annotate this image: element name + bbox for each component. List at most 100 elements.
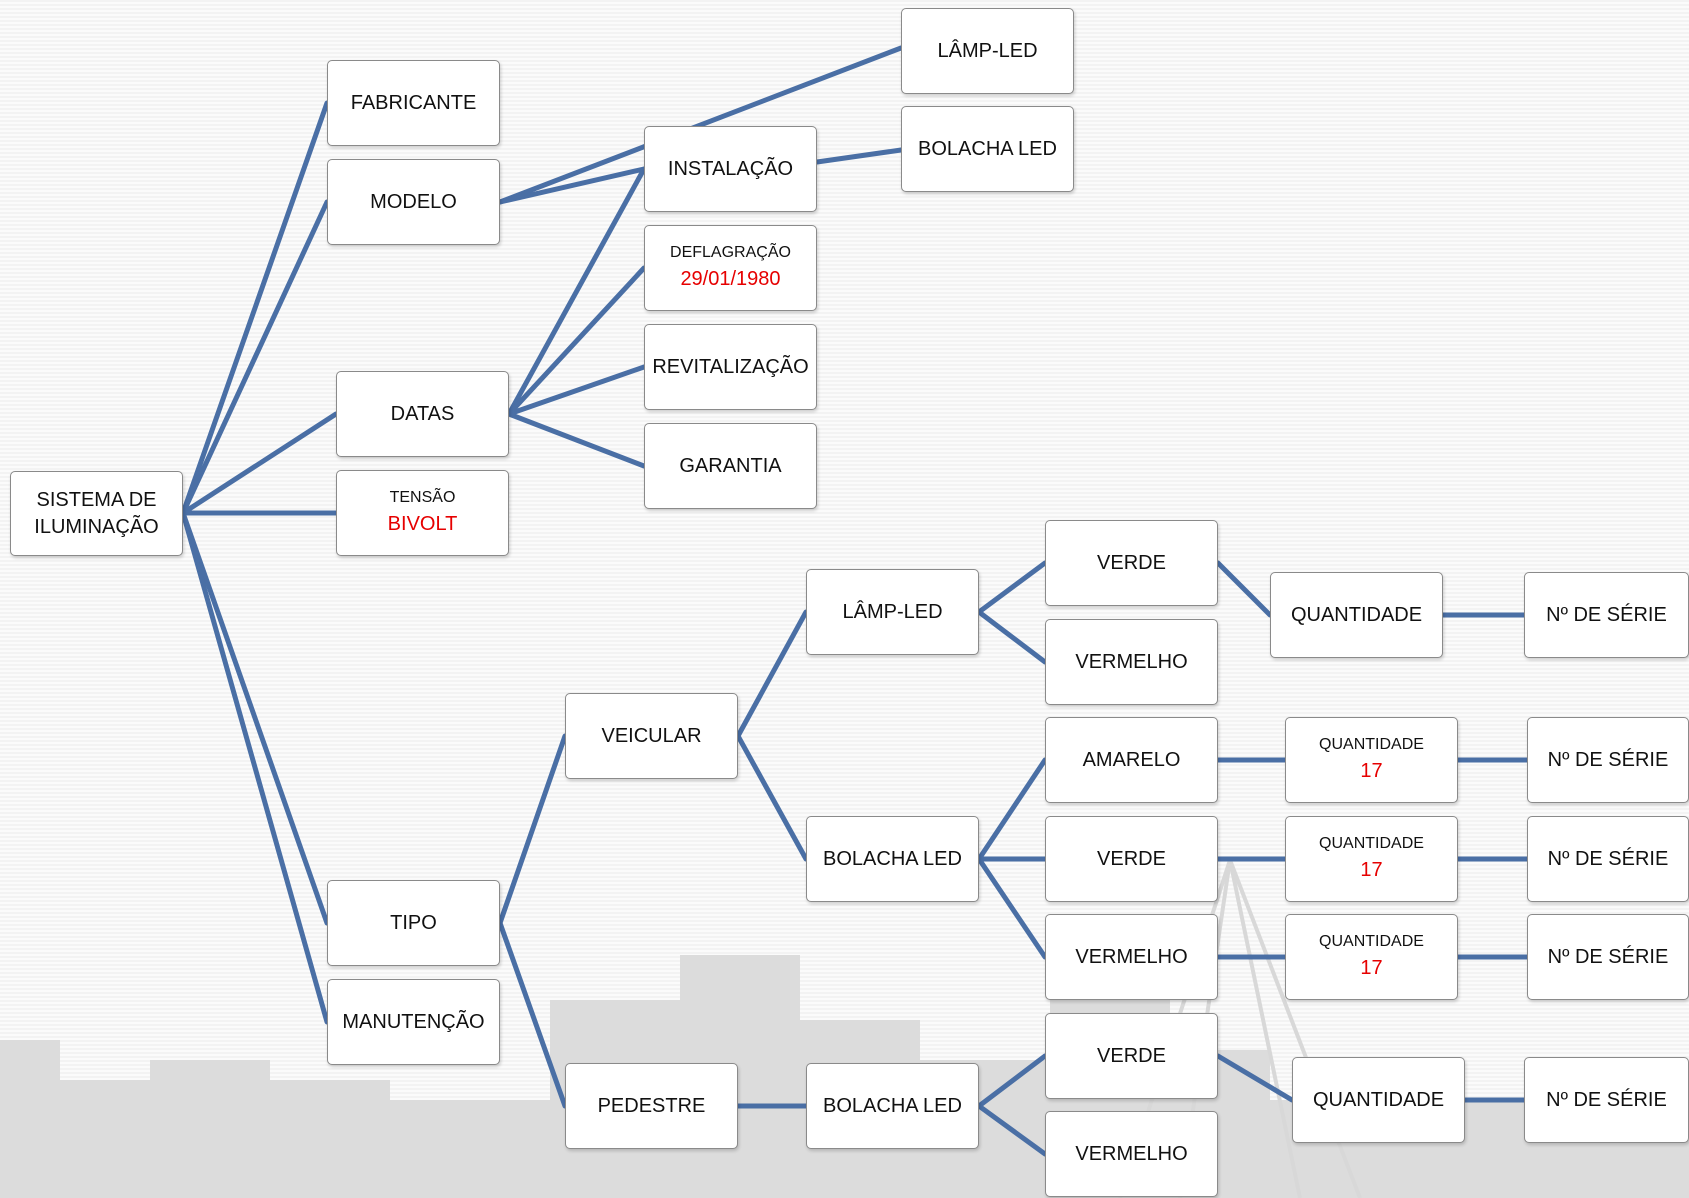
node-label: Nº DE SÉRIE: [1547, 945, 1669, 968]
node-tensao: TENSÃO BIVOLT: [336, 470, 509, 556]
node-serie-amarelo: Nº DE SÉRIE: [1527, 717, 1689, 803]
node-label: Nº DE SÉRIE: [1547, 847, 1669, 870]
node-label: TENSÃO: [389, 489, 456, 506]
node-pedestre: PEDESTRE: [565, 1063, 738, 1149]
connector-line: [814, 147, 904, 165]
connector-line: [976, 609, 1048, 665]
node-serie-verde: Nº DE SÉRIE: [1527, 816, 1689, 902]
node-label: QUANTIDADE: [1319, 736, 1424, 753]
node-lamp-vermelho: VERMELHO: [1045, 619, 1218, 705]
node-label: VERDE: [1097, 551, 1166, 574]
node-quantidade-amarelo: QUANTIDADE 17: [1285, 717, 1458, 803]
connector-line: [180, 199, 330, 516]
node-value: 17: [1360, 859, 1383, 881]
connector-line: [180, 510, 330, 1025]
node-bolacha-vermelho: VERMELHO: [1045, 914, 1218, 1000]
node-value: BIVOLT: [387, 513, 458, 535]
node-tipo: TIPO: [327, 880, 500, 966]
node-pedestre-vermelho: VERMELHO: [1045, 1111, 1218, 1197]
connector-line: [180, 510, 330, 926]
node-modelo: MODELO: [327, 159, 500, 245]
connector-line: [180, 411, 339, 516]
node-label: VEICULAR: [601, 724, 702, 747]
node-label: BOLACHA LED: [918, 137, 1057, 160]
connector-line: [976, 1053, 1048, 1109]
node-label: LÂMP-LED: [937, 39, 1038, 62]
connector-line: [976, 856, 1048, 960]
connector-line: [497, 166, 647, 205]
node-label: LÂMP-LED: [842, 600, 943, 623]
node-value: 29/01/1980: [680, 268, 781, 290]
node-quantidade-lamp: QUANTIDADE: [1270, 572, 1443, 658]
node-manutencao: MANUTENÇÃO: [327, 979, 500, 1065]
node-label: BOLACHA LED: [823, 847, 962, 870]
connector-line: [497, 920, 568, 1109]
connector-line: [976, 1103, 1048, 1157]
node-sistema-de-iluminacao: SISTEMA DE ILUMINAÇÃO: [10, 471, 183, 556]
connector-line: [976, 560, 1048, 615]
node-label: QUANTIDADE: [1319, 933, 1424, 950]
connector-line: [497, 45, 904, 205]
node-label: Nº DE SÉRIE: [1546, 603, 1667, 626]
node-label: QUANTIDADE: [1319, 835, 1424, 852]
node-veicular-bolacha-led: BOLACHA LED: [806, 816, 979, 902]
node-label: REVITALIZAÇÃO: [652, 355, 809, 378]
connector-line: [506, 411, 647, 469]
node-label: QUANTIDADE: [1312, 1088, 1445, 1111]
connector-line: [1215, 560, 1273, 618]
node-pedestre-bolacha-led: BOLACHA LED: [806, 1063, 979, 1149]
node-label: GARANTIA: [679, 454, 782, 477]
node-instalacao: INSTALAÇÃO: [644, 126, 817, 212]
connector-line: [506, 166, 647, 417]
node-serie-pedestre: Nº DE SÉRIE: [1524, 1057, 1689, 1143]
node-label: VERMELHO: [1075, 1142, 1188, 1165]
node-lamp-verde: VERDE: [1045, 520, 1218, 606]
node-label: TIPO: [390, 911, 437, 934]
node-quantidade-verde: QUANTIDADE 17: [1285, 816, 1458, 902]
node-veicular: VEICULAR: [565, 693, 738, 779]
connector-line: [506, 265, 647, 417]
node-label: INSTALAÇÃO: [667, 157, 794, 180]
node-label: Nº DE SÉRIE: [1546, 1088, 1667, 1111]
node-bolacha-led-top: BOLACHA LED: [901, 106, 1074, 192]
node-quantidade-vermelho: QUANTIDADE 17: [1285, 914, 1458, 1000]
node-deflagracao: DEFLAGRAÇÃO 29/01/1980: [644, 225, 817, 311]
connector-line: [976, 757, 1048, 862]
connector-line: [735, 733, 809, 862]
node-label: SISTEMA DE ILUMINAÇÃO: [34, 488, 159, 538]
node-datas: DATAS: [336, 371, 509, 457]
connector-line: [506, 364, 647, 417]
node-label: AMARELO: [1082, 748, 1181, 771]
node-lamp-led-top: LÂMP-LED: [901, 8, 1074, 94]
node-label: VERDE: [1097, 1044, 1166, 1067]
connector-line: [180, 100, 330, 516]
node-revitalizacao: REVITALIZAÇÃO: [644, 324, 817, 410]
node-pedestre-verde: VERDE: [1045, 1013, 1218, 1099]
node-label: VERMELHO: [1075, 650, 1188, 673]
node-label: DEFLAGRAÇÃO: [670, 244, 791, 261]
node-value: 17: [1360, 760, 1383, 782]
node-value: 17: [1360, 957, 1383, 979]
node-label: QUANTIDADE: [1290, 603, 1423, 626]
connector-line: [735, 609, 809, 739]
node-bolacha-amarelo: AMARELO: [1045, 717, 1218, 803]
node-garantia: GARANTIA: [644, 423, 817, 509]
node-label: VERMELHO: [1075, 945, 1188, 968]
node-serie-vermelho: Nº DE SÉRIE: [1527, 914, 1689, 1000]
node-serie-lamp: Nº DE SÉRIE: [1524, 572, 1689, 658]
node-label: DATAS: [390, 402, 455, 425]
node-label: VERDE: [1097, 847, 1166, 870]
node-label: MODELO: [370, 190, 457, 213]
node-fabricante: FABRICANTE: [327, 60, 500, 146]
node-quantidade-pedestre: QUANTIDADE: [1292, 1057, 1465, 1143]
node-label: PEDESTRE: [597, 1094, 706, 1117]
node-label: Nº DE SÉRIE: [1547, 748, 1669, 771]
node-bolacha-verde: VERDE: [1045, 816, 1218, 902]
node-veicular-lamp-led: LÂMP-LED: [806, 569, 979, 655]
node-label: BOLACHA LED: [823, 1094, 962, 1117]
connector-line: [497, 733, 568, 926]
connector-line: [1215, 1053, 1295, 1103]
node-label: MANUTENÇÃO: [342, 1010, 485, 1033]
node-label: FABRICANTE: [350, 91, 477, 114]
